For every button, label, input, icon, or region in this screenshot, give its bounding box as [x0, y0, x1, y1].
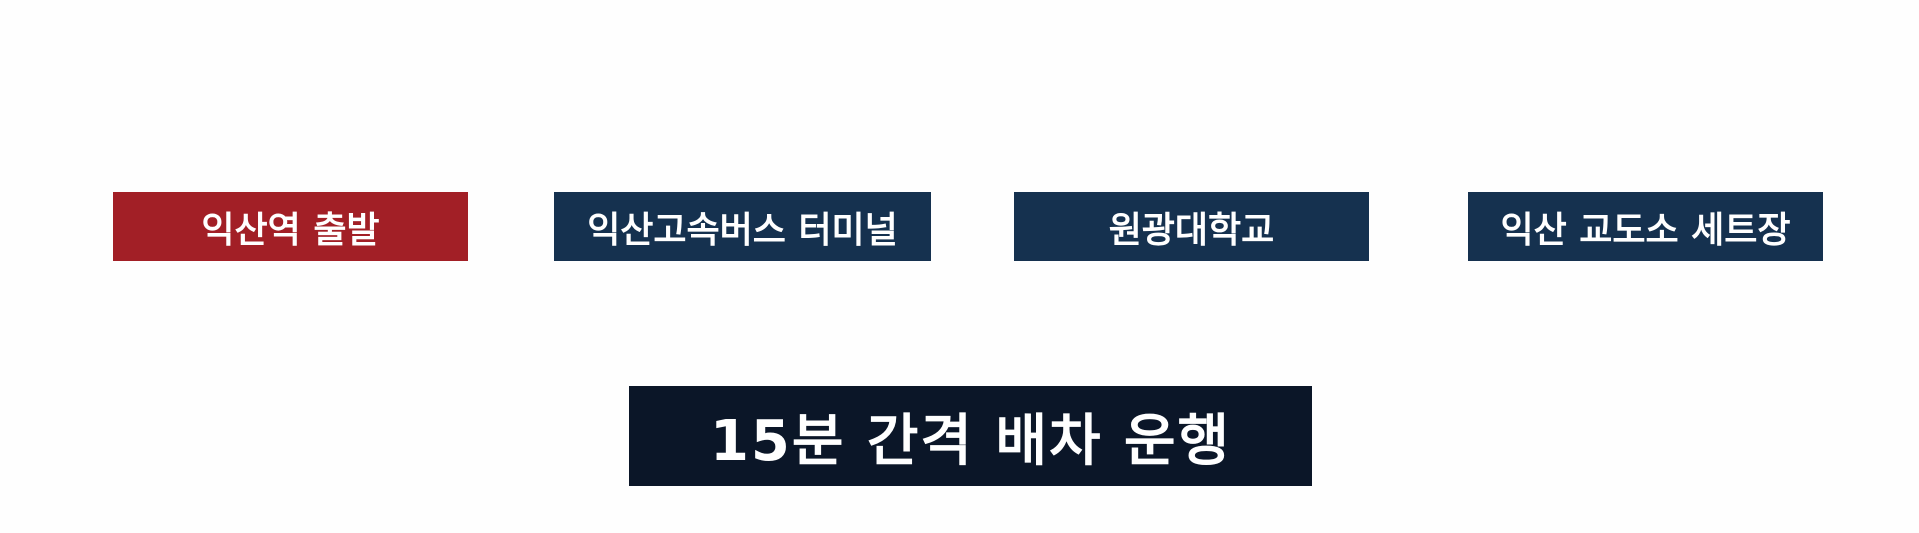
stop-label-wonkwang-university: 원광대학교 [1014, 192, 1369, 261]
stop-label-iksan-station: 익산역 출발 [113, 192, 468, 261]
stop-label-iksan-express-bus-terminal: 익산고속버스 터미널 [554, 192, 931, 261]
stop-label-iksan-prison-set: 익산 교도소 세트장 [1468, 192, 1823, 261]
interval-banner: 15분 간격 배차 운행 [629, 386, 1312, 486]
